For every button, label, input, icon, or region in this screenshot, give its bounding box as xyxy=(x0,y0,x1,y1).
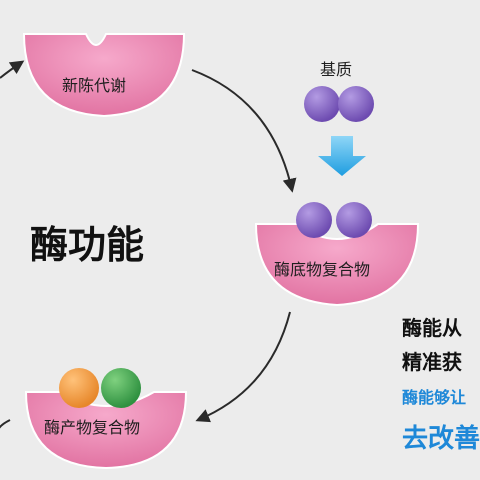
arrow-icon-to-metabolism xyxy=(0,60,25,79)
arrow-icon-complex-to-product xyxy=(195,311,291,423)
diagram-title: 酶功能 xyxy=(30,223,145,267)
bound-substrate-right xyxy=(336,202,372,238)
label-metabolism: 新陈代谢 xyxy=(62,76,127,95)
substrate-molecule-right xyxy=(338,86,374,122)
side-text-line4: 去改善 xyxy=(402,424,480,454)
side-text-line1: 酶能从 xyxy=(402,316,462,340)
label-enzyme-substrate-complex: 酶底物复合物 xyxy=(274,260,371,279)
arrow-icon-product-to-metabolism xyxy=(0,419,11,429)
substrate-molecule-left xyxy=(304,86,340,122)
arrow-icon-metabolism-to-complex xyxy=(191,69,297,193)
product-molecule-orange xyxy=(59,368,99,408)
down-arrow-icon xyxy=(318,136,366,176)
label-substrate: 基质 xyxy=(320,60,353,79)
product-molecule-green xyxy=(101,368,141,408)
label-enzyme-product-complex: 酶产物复合物 xyxy=(44,418,141,437)
side-text-line3: 酶能够让 xyxy=(402,388,467,407)
enzyme-shape-product-complex xyxy=(24,391,188,470)
side-text-line2: 精准获 xyxy=(402,350,462,374)
enzyme-shape-metabolism xyxy=(22,33,186,118)
bound-substrate-left xyxy=(296,202,332,238)
enzyme-shape-substrate-complex xyxy=(254,223,420,307)
